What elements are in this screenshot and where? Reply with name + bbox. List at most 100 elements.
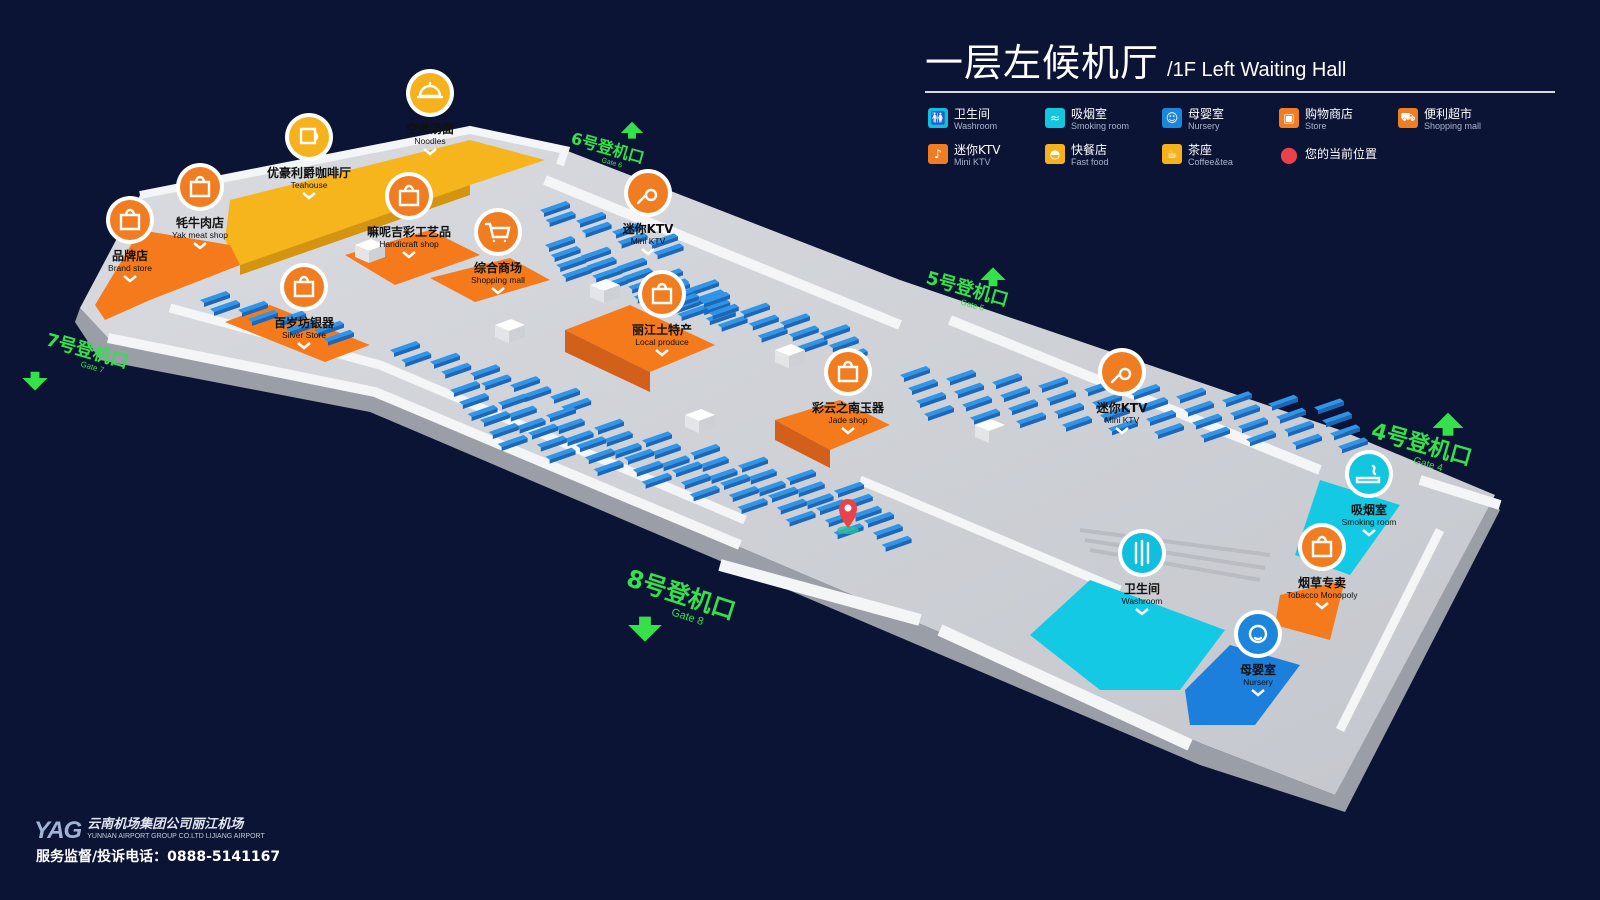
seat-row — [581, 221, 612, 238]
store-icon: ▣ — [1279, 108, 1299, 128]
legend-label-cn: 迷你KTV — [954, 143, 1001, 157]
seat-row — [506, 405, 537, 422]
seat-row — [1062, 415, 1092, 432]
chevron-down-icon — [402, 251, 416, 259]
poi-label-en: Teahouse — [291, 180, 328, 190]
outer-wall-bottom — [107, 333, 742, 550]
seat-row — [510, 376, 540, 393]
seat-row — [1146, 410, 1176, 426]
seat-row — [1184, 400, 1214, 417]
seat-row — [401, 351, 432, 367]
seat-row — [707, 468, 738, 484]
chevron-down-icon — [297, 342, 311, 350]
seat-row — [728, 486, 759, 502]
poi-label-en: Yak meat shop — [172, 230, 228, 240]
chevron-down-icon — [1251, 689, 1265, 697]
map-title-en: /1F Left Waiting Hall — [1167, 59, 1347, 81]
seat-row — [803, 493, 834, 510]
legend-label-en: Mini KTV — [954, 157, 991, 167]
poi-label-en: Noodles — [414, 136, 445, 146]
seat-row — [545, 211, 576, 227]
seat-row — [545, 447, 576, 464]
floor-slab-edge — [75, 308, 1500, 812]
seat-row — [650, 443, 681, 460]
poi-label-cn: 母婴室 — [1240, 662, 1276, 677]
seat-row — [851, 505, 882, 522]
sale-bag-icon — [828, 352, 868, 392]
cart-icon — [478, 212, 518, 252]
outer-wall-bottom-3 — [937, 624, 1193, 751]
seat-row — [720, 474, 750, 490]
chevron-down-icon — [841, 427, 855, 435]
store-tobacco-block — [1275, 580, 1345, 640]
seat-row — [908, 379, 938, 395]
seat-row — [708, 303, 739, 320]
seat-row — [324, 329, 354, 346]
poi-label-cn: 吸烟室 — [1351, 502, 1387, 517]
store-handicraft-block — [345, 230, 480, 285]
location-pin-icon: ⬤ — [1280, 144, 1298, 164]
kiosks — [355, 239, 1005, 443]
seat-row — [470, 364, 500, 381]
kiosk — [590, 279, 620, 303]
seat-row — [737, 498, 768, 514]
seat-row — [602, 430, 633, 447]
seat-row — [653, 243, 684, 260]
smoking-icon: ≈ — [1045, 108, 1065, 128]
seat-row — [954, 382, 984, 399]
seat-row — [276, 310, 306, 327]
seat-row — [992, 373, 1022, 390]
seat-row — [550, 246, 581, 262]
microphone-icon — [628, 173, 668, 213]
seat-row — [1046, 389, 1076, 406]
seat-row — [622, 267, 653, 284]
seat-row — [1338, 437, 1368, 454]
seat-row — [546, 406, 576, 423]
chevron-down-icon — [1115, 427, 1129, 435]
seat-row — [689, 485, 720, 502]
kiosk — [495, 319, 525, 343]
inner-wall-mid — [858, 475, 1122, 595]
current-location-pin — [837, 499, 859, 534]
store-jade-block — [775, 400, 890, 450]
seat-row — [785, 510, 816, 527]
seat-row — [581, 246, 611, 263]
seat-row — [1138, 397, 1168, 413]
legend-label-en: Shopping mall — [1424, 121, 1482, 131]
cart-icon: ⛟ — [1398, 108, 1418, 128]
seat-row — [561, 266, 592, 282]
legend-label-en: Store — [1305, 121, 1327, 131]
seat-row — [788, 325, 819, 342]
poi-label-cn: 百岁坊银器 — [274, 315, 335, 330]
sale-bag-icon — [642, 274, 682, 314]
poi-label-cn: 彩云之南玉器 — [811, 400, 885, 415]
poi-label-en: Smoking room — [1342, 517, 1397, 527]
washroom-block — [1030, 580, 1225, 690]
kiosk — [355, 239, 385, 263]
arrow-up-icon — [620, 121, 644, 139]
seat-row — [820, 324, 850, 341]
legend-label-en: Nursery — [1188, 121, 1220, 131]
seat-row — [797, 337, 828, 354]
legend-label-cn: 吸烟室 — [1071, 107, 1108, 121]
poi-label-cn: 嘛呢吉彩工艺品 — [367, 224, 451, 239]
seat-row — [550, 387, 580, 404]
coffee-icon — [289, 117, 329, 157]
